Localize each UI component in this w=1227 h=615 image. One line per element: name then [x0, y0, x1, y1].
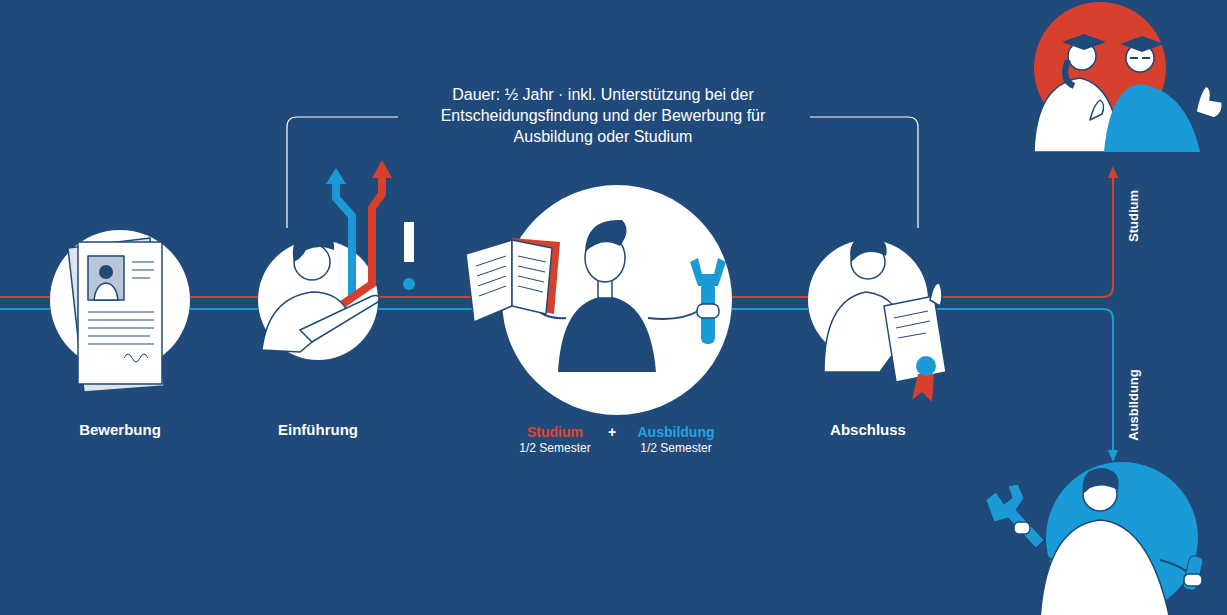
signature [124, 354, 148, 362]
ausbildung-branch [928, 309, 1113, 452]
circle-shape [258, 240, 378, 360]
glasses [1130, 57, 1150, 59]
screwdriver-handle [1182, 555, 1204, 591]
bracket-left [287, 117, 398, 228]
text-holder: Ausbildung [638, 424, 715, 440]
step-label: Studium [527, 424, 583, 440]
red-line [190, 296, 258, 298]
red-line [0, 296, 50, 298]
label-holder: Dauer: ½ Jahr · inkl. Unterstützung bei … [403, 84, 803, 147]
hand [1184, 574, 1202, 586]
studium-branch [928, 176, 1113, 297]
timeline-connector [190, 297, 258, 309]
duration-note: Dauer: ½ Jahr · inkl. Unterstützung bei … [403, 84, 803, 147]
graduate-cap [1120, 36, 1164, 52]
thumb [930, 283, 942, 306]
step-circle [808, 240, 928, 360]
ribbon [912, 374, 934, 402]
branch-lines [928, 166, 1118, 462]
arrow-head [1108, 450, 1118, 462]
step-label: Einführung [278, 421, 358, 438]
branch-label: Studium [1126, 190, 1141, 242]
label-holder: Studium [1126, 190, 1141, 242]
thumb-up [1196, 86, 1222, 118]
circle-shape [502, 185, 732, 415]
timeline-connector [732, 297, 808, 309]
step-node: Bewerbung [50, 230, 190, 442]
circle-shape [50, 230, 190, 370]
step-node: Studium1/2 SemesterAusbildung1/2 Semeste… [502, 185, 732, 459]
graduate-cap [1062, 34, 1106, 50]
arrow-head [1108, 166, 1118, 178]
step-circle [502, 185, 732, 415]
worker-body [1040, 520, 1170, 615]
bracket-right [810, 117, 918, 228]
book-left-page [466, 240, 512, 322]
arrow-head [372, 160, 392, 178]
label-holder: Ausbildung [1126, 369, 1141, 441]
circle-shape [808, 240, 928, 360]
graduate-body [1104, 84, 1200, 152]
step-label: Bewerbung [79, 421, 161, 438]
certificate [884, 296, 946, 382]
wrench [986, 484, 1044, 548]
text-holder: Studium [527, 424, 583, 440]
text-holder: Bewerbung [79, 421, 161, 438]
label-holder: + [608, 424, 616, 440]
exclamation-bar [404, 222, 414, 262]
plus-sign: + [608, 424, 616, 440]
step-label: Ausbildung [638, 424, 715, 440]
text-holder: 1/2 Semester [640, 441, 711, 455]
step-label: Abschluss [830, 421, 906, 438]
text-holder: Einführung [278, 421, 358, 438]
hair [850, 236, 887, 262]
text-lines [88, 262, 154, 344]
step-label: 1/2 Semester [640, 441, 711, 455]
seal [916, 356, 936, 376]
step-node: Einführung [258, 240, 378, 442]
step-circle [50, 230, 190, 370]
book-right-page [512, 240, 552, 314]
photo [88, 256, 124, 300]
branch-label: Ausbildung [1126, 369, 1141, 441]
hand [697, 304, 719, 318]
hair [293, 232, 334, 262]
back-page [68, 238, 164, 392]
screwdriver-shaft [1200, 512, 1212, 560]
hand [1014, 522, 1030, 534]
red-line [732, 296, 808, 298]
text-holder: 1/2 Semester [519, 441, 590, 455]
step-label: 1/2 Semester [519, 441, 590, 455]
thumb-up [1090, 100, 1104, 120]
blue-line [0, 308, 50, 310]
text-holder: Abschluss [830, 421, 906, 438]
photo-head [99, 265, 113, 279]
worker-hair [1083, 468, 1119, 494]
front-page [78, 242, 162, 384]
photo-body [94, 283, 118, 300]
book-lines [476, 256, 546, 296]
blue-line [190, 308, 258, 310]
step-node: Abschluss [808, 240, 928, 442]
arrow-head [326, 168, 346, 184]
university-graduates [1034, 2, 1222, 152]
timeline-start [0, 297, 50, 309]
blue-line [732, 308, 808, 310]
graduate-hair [1065, 60, 1074, 86]
exclamation-dot [403, 278, 415, 290]
document-illustration [68, 238, 164, 392]
step-circle [258, 240, 378, 360]
certificate-lines [894, 311, 930, 338]
apprentice-worker [986, 462, 1212, 615]
